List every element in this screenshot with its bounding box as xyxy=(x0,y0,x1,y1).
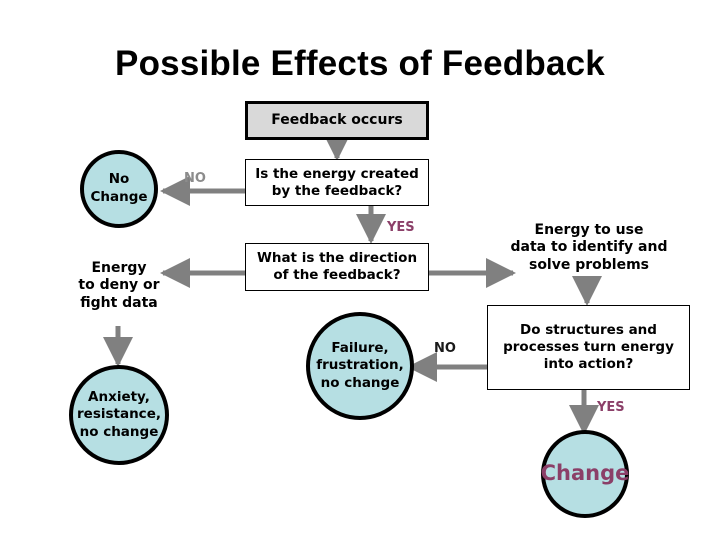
node-no-change-label: No Change xyxy=(90,171,148,205)
node-change: Change xyxy=(541,430,629,518)
node-no-change: No Change xyxy=(80,150,158,228)
node-energy-deny: Energy to deny or fight data xyxy=(58,250,180,322)
node-feedback-occurs: Feedback occurs xyxy=(245,101,429,140)
node-anxiety: Anxiety, resistance, no change xyxy=(69,365,169,465)
node-energy-use: Energy to use data to identify and solve… xyxy=(505,212,673,284)
node-failure-label: Failure, frustration, no change xyxy=(316,339,404,391)
edge-label-no-to-failure: NO xyxy=(434,341,456,356)
node-question-structures: Do structures and processes turn energy … xyxy=(487,305,690,390)
node-question-energy-created: Is the energy created by the feedback? xyxy=(245,159,429,206)
node-question-energy-created-label: Is the energy created by the feedback? xyxy=(255,165,419,199)
node-anxiety-label: Anxiety, resistance, no change xyxy=(77,388,161,440)
edge-label-yes-to-change: YES xyxy=(597,400,625,415)
node-question-direction-label: What is the direction of the feedback? xyxy=(256,250,418,283)
node-failure: Failure, frustration, no change xyxy=(306,312,414,420)
page-title: Possible Effects of Feedback xyxy=(115,44,605,83)
node-question-structures-label: Do structures and processes turn energy … xyxy=(503,322,674,372)
node-change-label: Change xyxy=(540,461,630,486)
node-energy-deny-label: Energy to deny or fight data xyxy=(78,259,160,311)
edge-label-yes-to-direction: YES xyxy=(387,220,415,235)
node-energy-use-label: Energy to use data to identify and solve… xyxy=(510,221,668,273)
node-question-direction: What is the direction of the feedback? xyxy=(245,243,429,291)
edge-label-no-to-no-change: NO xyxy=(184,171,206,186)
